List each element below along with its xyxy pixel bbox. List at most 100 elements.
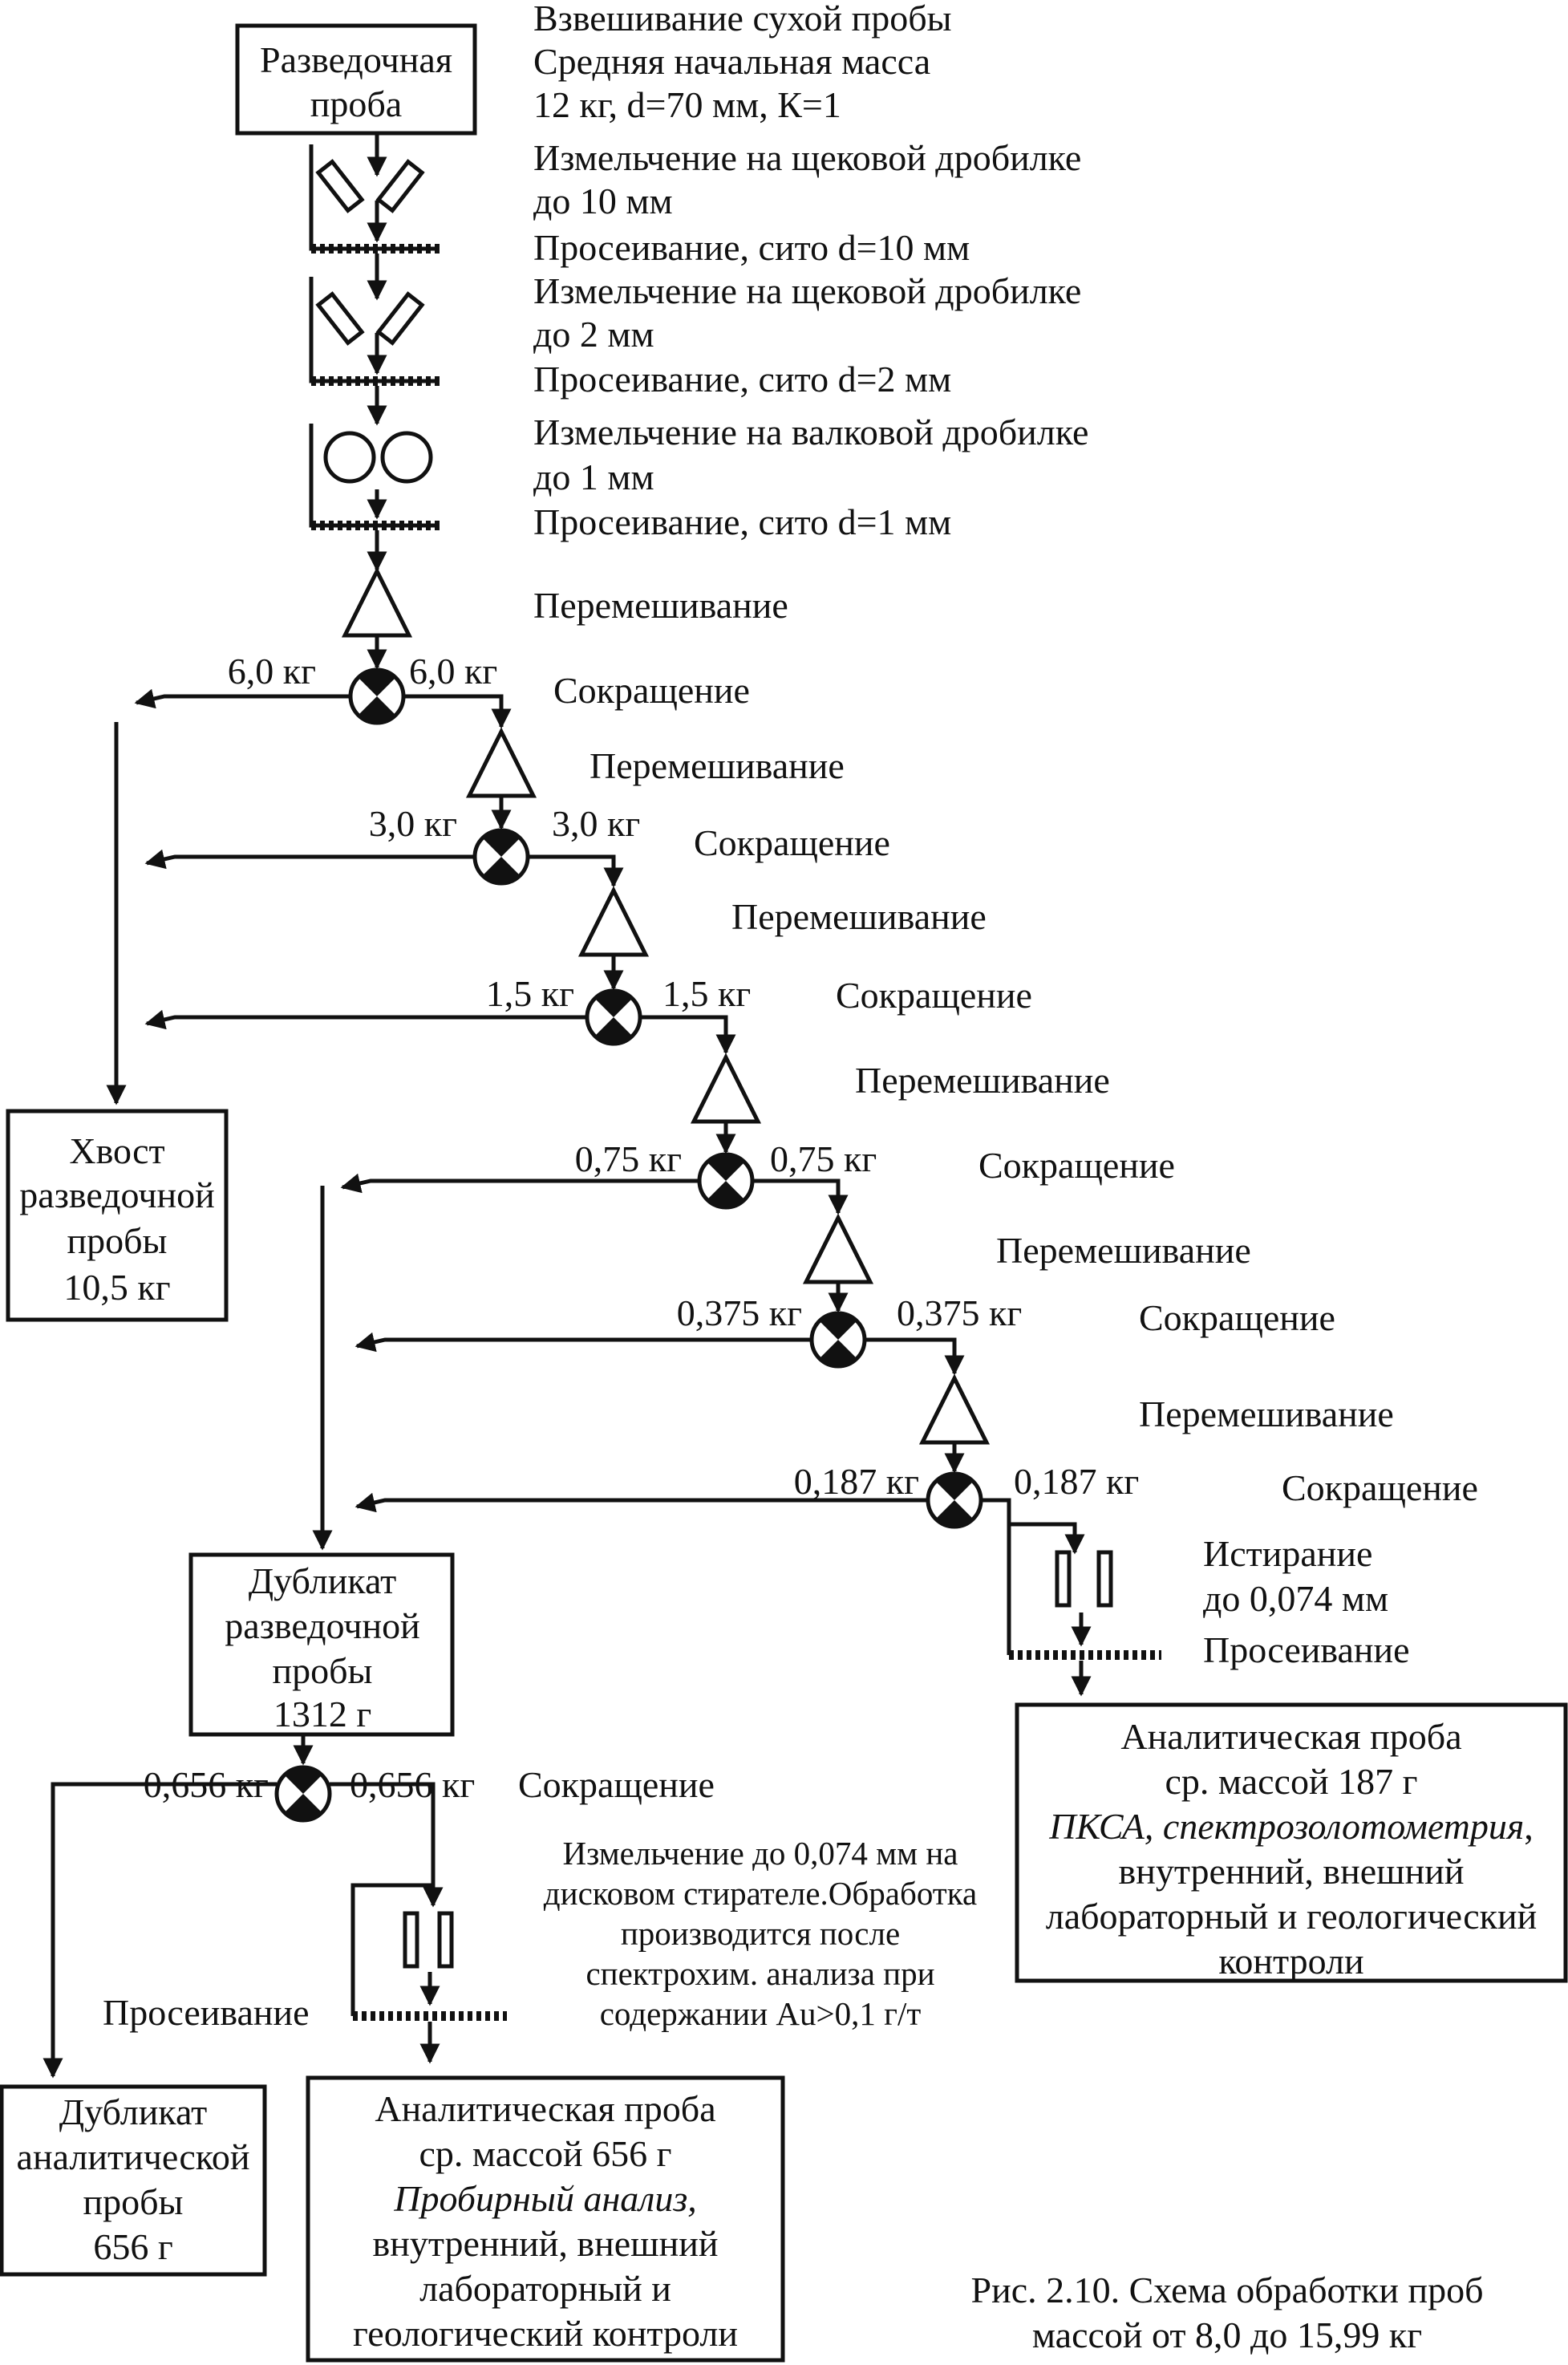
start-box-line2: проба xyxy=(310,83,402,124)
tail-box-frame xyxy=(6,1109,229,1322)
left-mass: 0,75 кг xyxy=(575,1138,682,1179)
analytical-right-line: Аналитическая проба xyxy=(1120,1716,1461,1757)
step-line: до 2 мм xyxy=(533,314,654,355)
step-line: Взвешивание сухой пробы xyxy=(533,0,952,39)
duplicate-analytical-line: Дубликат xyxy=(59,2091,208,2132)
right-mass: 0,187 кг xyxy=(1014,1461,1139,1502)
stage-2-left-branch xyxy=(144,849,475,870)
left-mass: 1,5 кг xyxy=(486,973,574,1014)
stage-2-right-branch xyxy=(528,854,624,888)
grinding-label: Истирание xyxy=(1203,1533,1372,1574)
left-mass: 6,0 кг xyxy=(228,651,316,692)
sieve-label: Просеивание xyxy=(1203,1629,1410,1670)
stage-3-right-branch xyxy=(640,1015,736,1055)
right-mass: 0,375 кг xyxy=(897,1292,1022,1333)
analytical-bottom-line: геологический контроли xyxy=(353,2313,738,2354)
analytical-bottom-box: Аналитическая проба ср. массой 656 г Про… xyxy=(353,2088,738,2354)
right-mass: 6,0 кг xyxy=(409,651,497,692)
disk-note-line: спектрохим. анализа при xyxy=(585,1955,934,1992)
duplicate-box-line: разведочной xyxy=(225,1605,419,1646)
tail-box-line: Хвост xyxy=(69,1130,164,1171)
analytical-bottom-line: Аналитическая проба xyxy=(375,2088,715,2129)
stage-4-left-branch xyxy=(340,1173,699,1194)
tail-box-line: разведочной xyxy=(19,1174,214,1215)
stage-5-left-branch xyxy=(355,1332,812,1353)
stage-3-splitter-bottom-quadrant xyxy=(594,1017,633,1045)
step-line: Измельчение на щековой дробилке xyxy=(533,137,1081,178)
duplicate-box-line: пробы xyxy=(273,1650,373,1691)
disk-note-line: дисковом стирателе.Обработка xyxy=(544,1875,977,1912)
duplicate-analytical-frame xyxy=(0,2084,267,2277)
analytical-bottom-line: ср. массой 656 г xyxy=(419,2133,672,2174)
stage-2-splitter-top-quadrant xyxy=(482,829,521,857)
analytical-right-italic: ПКСА, спектрозолотометрия xyxy=(1048,1806,1524,1847)
tail-box: Хвост разведочной пробы 10,5 кг xyxy=(19,1130,214,1308)
step-line: до 10 мм xyxy=(533,181,673,221)
disk-grinder-bottom-icon xyxy=(350,1883,454,2016)
stage-4-splitter-bottom-quadrant xyxy=(707,1181,745,1209)
stage-5-mixing-triangle-icon xyxy=(802,1213,874,1284)
stage-2-splitter-bottom-quadrant xyxy=(482,857,521,885)
stage-5-splitter-top-quadrant xyxy=(819,1312,857,1340)
disk-note-line: производится после xyxy=(621,1915,900,1952)
mix-label: Перемешивание xyxy=(996,1230,1251,1271)
duplicate-analytical-box: Дубликат аналитической пробы 656 г xyxy=(17,2091,250,2267)
analytical-right-frame xyxy=(1015,1702,1568,1983)
duplicate-analytical-line: пробы xyxy=(83,2181,184,2222)
step-line: Измельчение на валковой дробилке xyxy=(533,412,1088,452)
stage-4-right-branch xyxy=(752,1178,849,1215)
mix-label: Перемешивание xyxy=(1139,1393,1394,1434)
analytical-bottom-frame xyxy=(306,2075,785,2363)
bottom-left-mass: 0,656 кг xyxy=(144,1764,269,1805)
mix-label: Перемешивание xyxy=(731,896,987,937)
stage-1-splitter-top-quadrant xyxy=(358,668,396,696)
right-mass: 0,75 кг xyxy=(770,1138,877,1179)
right-mass: 1,5 кг xyxy=(662,973,751,1014)
right-mass: 3,0 кг xyxy=(552,803,640,844)
stage-6-mixing-triangle-icon xyxy=(918,1373,991,1445)
step-line: 12 кг, d=70 мм, К=1 xyxy=(533,84,841,125)
tail-box-line: пробы xyxy=(67,1220,168,1261)
step-line: Измельчение на щековой дробилке xyxy=(533,270,1081,311)
step-line: Просеивание, сито d=1 мм xyxy=(533,501,951,542)
stage-2-mixing-triangle-icon xyxy=(465,727,537,798)
stage-1-left-branch xyxy=(134,688,350,709)
stage-3-left-branch xyxy=(144,1009,587,1030)
stage-6-splitter-top-quadrant xyxy=(935,1472,974,1500)
analytical-right-italic-suffix: , xyxy=(1524,1806,1534,1847)
stage-1-mixing-triangle-icon xyxy=(341,566,413,638)
stage-3-mixing-triangle-icon xyxy=(577,886,650,957)
disk-note: Измельчение до 0,074 мм на дисковом стир… xyxy=(544,1835,977,2032)
split-label: Сокращение xyxy=(1139,1297,1335,1338)
left-mass: 0,375 кг xyxy=(677,1292,802,1333)
duplicate-box: Дубликат разведочной пробы 1312 г xyxy=(225,1560,419,1734)
duplicate-analytical-line: 656 г xyxy=(93,2226,172,2267)
left-mass: 3,0 кг xyxy=(369,803,457,844)
step-line: до 1 мм xyxy=(533,456,654,497)
analytical-right-method: ПКСА, спектрозолотометрия, xyxy=(1048,1806,1534,1847)
stage-labels: Перемешивание Сокращение 6,0 кг 6,0 кг П… xyxy=(228,585,1478,1508)
split-label: Сокращение xyxy=(694,822,890,863)
stage-4-mixing-triangle-icon xyxy=(690,1053,762,1124)
analytical-right-line: контроли xyxy=(1218,1941,1363,1982)
analytical-right-line: внутренний, внешний xyxy=(1119,1851,1465,1892)
stage-layer xyxy=(134,566,1011,1529)
mix-label: Перемешивание xyxy=(533,585,788,626)
split-label: Сокращение xyxy=(1282,1467,1478,1508)
stage-3-splitter-top-quadrant xyxy=(594,989,633,1017)
stage-6-right-branch xyxy=(981,1498,1011,1523)
stage-4-splitter-top-quadrant xyxy=(707,1153,745,1181)
bottom-splitter-icon xyxy=(284,1766,322,1822)
analytical-bottom-line: внутренний, внешний xyxy=(373,2223,719,2264)
split-label: Сокращение xyxy=(978,1145,1175,1186)
duplicate-analytical-line: аналитической xyxy=(17,2136,250,2177)
jaw-crusher-1-icon xyxy=(309,144,440,251)
analytical-bottom-italic: Пробирный анализ, xyxy=(393,2178,697,2219)
duplicate-box-frame xyxy=(188,1552,455,1737)
stage-6-splitter-bottom-quadrant xyxy=(935,1500,974,1528)
top-steps: Взвешивание сухой пробы Средняя начальна… xyxy=(533,0,1088,542)
stage-5-splitter-bottom-quadrant xyxy=(819,1340,857,1368)
roll-crusher-icon xyxy=(309,424,440,528)
